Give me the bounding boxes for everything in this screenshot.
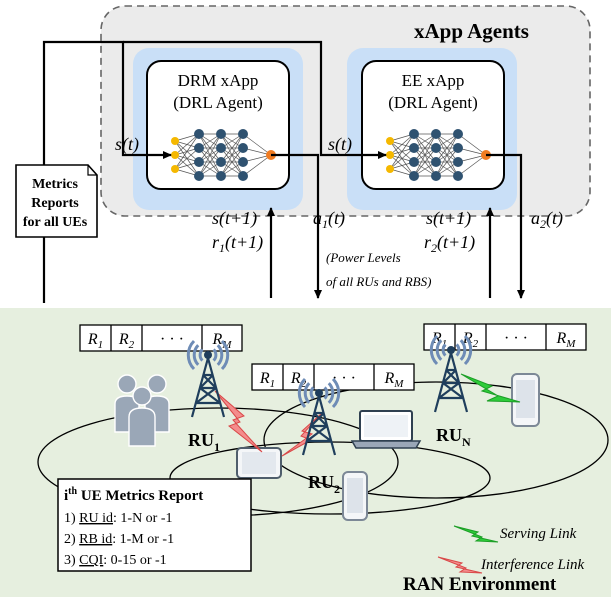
ue-report-item-2: 2) RB id: 1-M or -1: [64, 532, 174, 547]
phone-icon-bottom: [342, 471, 368, 521]
ee-agent-name: EE xApp: [402, 71, 465, 90]
next-state-label-ee: s(t+1): [426, 208, 471, 229]
power-note-line1: (Power Levels: [326, 250, 401, 265]
radio-tower-icon: [429, 334, 473, 413]
svg-text:· · ·: · · ·: [332, 370, 356, 387]
ue-report-box: [57, 478, 252, 572]
power-note-line2: of all RUs and RBS): [326, 274, 431, 289]
svg-text:RM: RM: [384, 370, 405, 390]
serving-link-icon: [460, 373, 521, 403]
users-group-icon: [114, 374, 170, 447]
svg-text:R1: R1: [87, 331, 103, 351]
ue-report-title: ith UE Metrics Report: [64, 486, 203, 504]
svg-text:R1: R1: [259, 370, 275, 390]
next-state-label-drm: s(t+1): [212, 208, 257, 229]
svg-text:R2: R2: [290, 370, 307, 390]
ru-label-2: RU2: [308, 472, 340, 496]
legend-interference-icon: [437, 556, 483, 574]
coverage-cell-3: [263, 381, 609, 499]
interference-link-icon-1: [214, 390, 263, 453]
svg-text:· · ·: · · ·: [504, 330, 528, 347]
radio-tower-icon: [186, 339, 230, 418]
reward-label-ee: r2(t+1): [424, 232, 475, 255]
rb-grid-2: R1 R2 · · · RM: [251, 363, 415, 391]
metrics-note-line2: Reports: [31, 196, 79, 211]
action-label-drm: a1(t): [313, 208, 345, 231]
drm-action-arrow: [271, 153, 322, 299]
ee-agent-role: (DRL Agent): [388, 93, 478, 112]
laptop-icon: [350, 410, 422, 449]
action-label-ee: a2(t): [531, 208, 563, 231]
ue-report-item-1: 1) RU id: 1-N or -1: [64, 511, 173, 526]
svg-text:RM: RM: [556, 330, 577, 350]
metrics-note-line3: for all UEs: [23, 215, 88, 230]
tablet-icon: [236, 447, 282, 479]
reward-label-drm: r1(t+1): [212, 232, 263, 255]
svg-text:R2: R2: [118, 331, 135, 351]
metrics-note-fold: [87, 165, 97, 176]
metrics-note-line1: Metrics: [32, 177, 78, 192]
ee-action-arrow: [486, 153, 525, 299]
drm-agent-role: (DRL Agent): [173, 93, 263, 112]
radio-tower-icon: [297, 377, 341, 456]
drm-neural-network-icon: [171, 129, 276, 181]
xapp-agents-title: xApp Agents: [414, 19, 529, 43]
legend-serving-icon: [453, 525, 499, 543]
phone-icon-right: [511, 373, 540, 427]
ee-neural-network-icon: [386, 129, 491, 181]
legend-serving-label: Serving Link: [500, 526, 577, 542]
ran-environment-label: RAN Environment: [403, 574, 557, 595]
state-to-ee-arrow: [123, 40, 387, 159]
state-label-drm: s(t): [115, 134, 139, 155]
drm-agent-name: DRM xApp: [178, 71, 259, 90]
svg-text:· · ·: · · ·: [160, 331, 184, 348]
state-label-ee: s(t): [328, 134, 352, 155]
ru-label-n: RUN: [436, 425, 471, 449]
ue-report-item-3: 3) CQI: 0-15 or -1: [64, 553, 167, 568]
metrics-report-note: [15, 164, 98, 238]
ru-label-1: RU1: [188, 430, 220, 454]
legend-interference-label: Interference Link: [480, 557, 584, 573]
